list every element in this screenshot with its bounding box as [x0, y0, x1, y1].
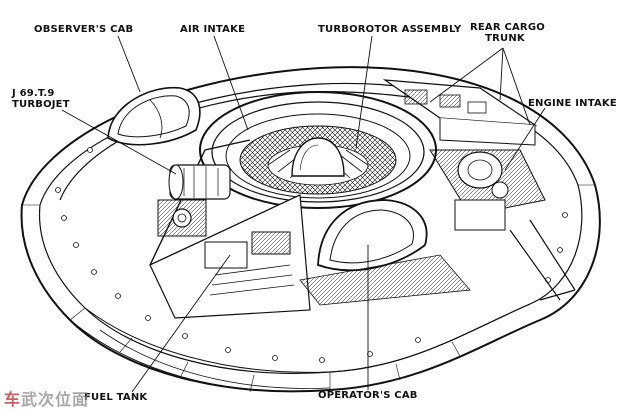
label-rear-cargo-trunk: REAR CARGO TRUNK	[470, 22, 545, 44]
watermark: 车武次位面	[4, 386, 89, 410]
observers-cab-canopy	[107, 86, 201, 146]
turborotor-assembly	[239, 125, 397, 195]
label-turbojet-line2: TURBOJET	[12, 99, 70, 110]
watermark-highlight: 车	[4, 390, 22, 409]
label-rear-cargo-line1: REAR CARGO	[470, 22, 545, 33]
turbojet-engine	[157, 164, 231, 237]
rear-cargo-trunk	[382, 79, 538, 146]
label-turbojet: J 69.T.9 TURBOJET	[12, 88, 70, 110]
hull-outer-rim	[20, 66, 601, 393]
watermark-text: 武次位面	[21, 390, 90, 409]
leader-lines	[61, 35, 546, 393]
engine-intake-machinery	[429, 149, 576, 301]
label-fuel-tank: FUEL TANK	[84, 392, 148, 403]
label-observers-cab: OBSERVER'S CAB	[34, 24, 134, 35]
label-engine-intake: ENGINE INTAKE	[528, 98, 617, 109]
operators-cab-canopy	[299, 199, 471, 306]
hull-panel-lines	[22, 184, 595, 393]
fuel-tank-bay	[149, 194, 311, 319]
label-turborotor-assembly: TURBOROTOR ASSEMBLY	[318, 24, 462, 35]
label-air-intake: AIR INTAKE	[180, 24, 246, 35]
label-operators-cab: OPERATOR'S CAB	[318, 390, 418, 401]
label-rear-cargo-line2: TRUNK	[485, 33, 525, 44]
label-turbojet-line1: J 69.T.9	[12, 88, 55, 99]
hull-rivets	[55, 125, 568, 363]
